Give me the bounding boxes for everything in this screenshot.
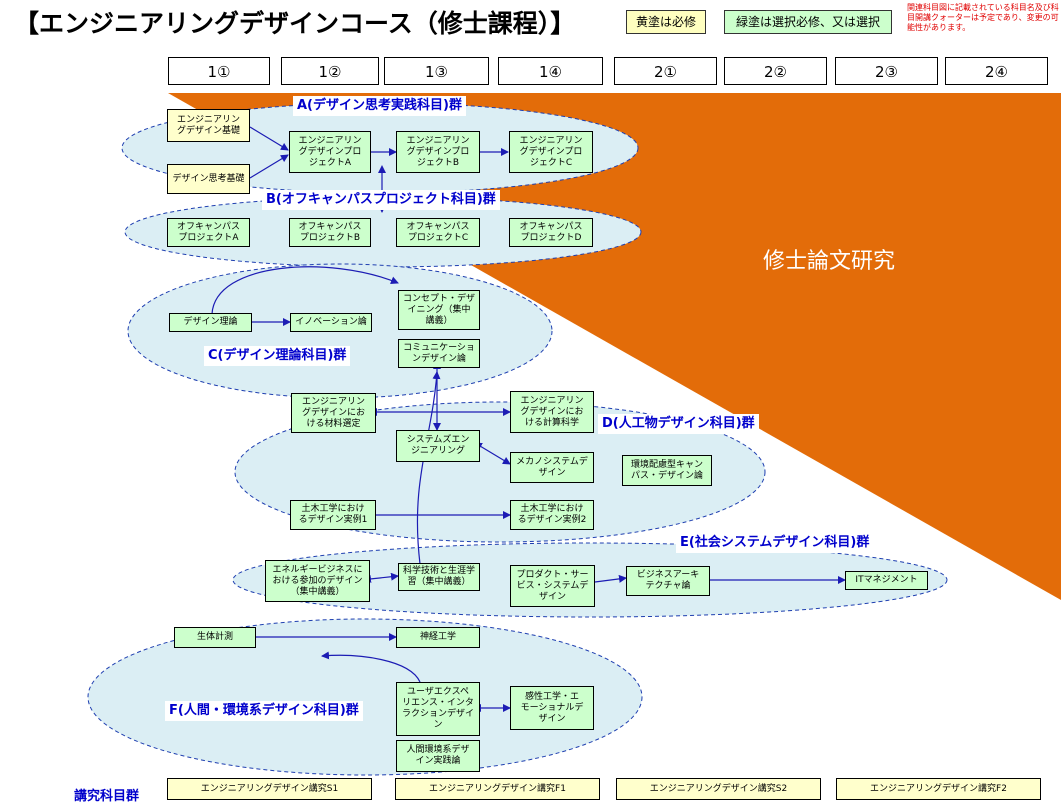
course-ocp-b: オフキャンパス プロジェクトB <box>289 218 371 247</box>
quarter-1-4: 1④ <box>498 57 603 85</box>
quarter-1-1: 1① <box>168 57 270 85</box>
course-concept-designing: コンセプト・デザ イニング（集中 講義） <box>398 290 480 330</box>
quarter-2-1: 2① <box>614 57 717 85</box>
course-product-design: プロダクト・サー ビス・システムデ ザイン <box>510 565 595 607</box>
course-comm-design: コミュニケーショ ンデザイン論 <box>398 339 480 368</box>
group-f-label: F(人間・環境系デザイン科目)群 <box>165 701 363 721</box>
course-campus-env: 環境配慮型キャン パス・デザイン論 <box>622 455 712 486</box>
arrow-theory-concept <box>211 266 399 315</box>
arrow-ux-bio <box>321 651 421 683</box>
quarter-2-2: 2② <box>724 57 827 85</box>
course-neuro-eng: 神経工学 <box>396 627 480 648</box>
course-ocp-c: オフキャンパス プロジェクトC <box>396 218 480 247</box>
course-design-theory: デザイン理論 <box>169 313 252 332</box>
course-materials: エンジニアリン グデザインにお ける材料選定 <box>291 393 376 433</box>
quarter-2-4: 2④ <box>945 57 1048 85</box>
page-title: 【エンジニアリングデザインコース（修士課程）】 <box>14 9 576 38</box>
course-seminar-s1: エンジニアリングデザイン講究S1 <box>167 778 372 800</box>
arrow-systems-mechano <box>473 442 511 465</box>
course-biz-arch: ビジネスアーキ テクチャ論 <box>626 566 710 596</box>
group-d-label: D(人工物デザイン科目)群 <box>598 414 759 434</box>
arrow-energy-scitech <box>363 572 399 583</box>
arrow-basic-to-a <box>249 126 289 151</box>
quarter-1-3: 1③ <box>384 57 489 85</box>
course-ocp-d: オフキャンパス プロジェクトD <box>509 218 593 247</box>
course-energy-business: エネルギービジネスに おける参加のデザイン （集中講義） <box>265 560 370 602</box>
ellipse-group-f <box>87 618 643 776</box>
quarter-1-2: 1② <box>281 57 379 85</box>
course-ocp-a: オフキャンパス プロジェクトA <box>167 218 250 247</box>
course-edp-a: エンジニアリン グデザインプロ ジェクトA <box>289 131 371 173</box>
course-it-mgmt: ITマネジメント <box>845 571 928 590</box>
course-systems-eng: システムズエン ジニアリング <box>396 430 480 462</box>
course-seminar-f2: エンジニアリングデザイン講究F2 <box>836 778 1041 800</box>
disclaimer-note: 関連科目図に記載されている科目名及び科目開講クォーターは予定であり、変更の可能性… <box>907 3 1059 32</box>
course-innovation: イノベーション論 <box>290 313 372 332</box>
course-eng-basic: エンジニアリン グデザイン基礎 <box>167 109 250 142</box>
course-ux-design: ユーザエクスペ リエンス・インタ ラクションデザイ ン <box>396 682 480 736</box>
legend-elective: 緑塗は選択必修、又は選択 <box>724 10 892 34</box>
quarter-2-3: 2③ <box>835 57 938 85</box>
group-a-label: A(デザイン思考実践科目)群 <box>293 96 466 116</box>
course-civil-1: 土木工学におけ るデザイン実例1 <box>290 500 376 530</box>
course-dt-basic: デザイン思考基礎 <box>167 164 250 194</box>
group-b-label: B(オフキャンパスプロジェクト科目)群 <box>262 190 500 210</box>
course-seminar-f1: エンジニアリングデザイン講究F1 <box>395 778 600 800</box>
course-sci-tech: 科学技術と生涯学 習（集中講義） <box>398 563 480 591</box>
course-civil-2: 土木工学におけ るデザイン実例2 <box>510 500 594 530</box>
legend-required: 黄塗は必修 <box>626 10 706 34</box>
arrow-product-biz <box>594 574 627 583</box>
course-kansei: 感性工学・エ モーショナルデ ザイン <box>510 686 594 730</box>
group-e-label: E(社会システムデザイン科目)群 <box>676 533 874 553</box>
course-edp-c: エンジニアリン グデザインプロ ジェクトC <box>509 131 593 173</box>
course-computation: エンジニアリン グデザインにお ける計算科学 <box>510 391 594 433</box>
course-seminar-s2: エンジニアリングデザイン講究S2 <box>616 778 821 800</box>
course-edp-b: エンジニアリン グデザインプロ ジェクトB <box>396 131 480 173</box>
arrow-dt-to-a <box>249 154 289 179</box>
thesis-label: 修士論文研究 <box>763 249 896 274</box>
footer-label: 講究科目群 <box>74 789 140 804</box>
course-mechano: メカノシステムデ ザイン <box>510 452 594 483</box>
course-human-env: 人間環境系デザ イン実践論 <box>396 740 480 772</box>
arrow-scitech-comm <box>416 371 441 565</box>
group-c-label: C(デザイン理論科目)群 <box>204 346 351 366</box>
course-bio-measure: 生体計測 <box>174 627 256 648</box>
